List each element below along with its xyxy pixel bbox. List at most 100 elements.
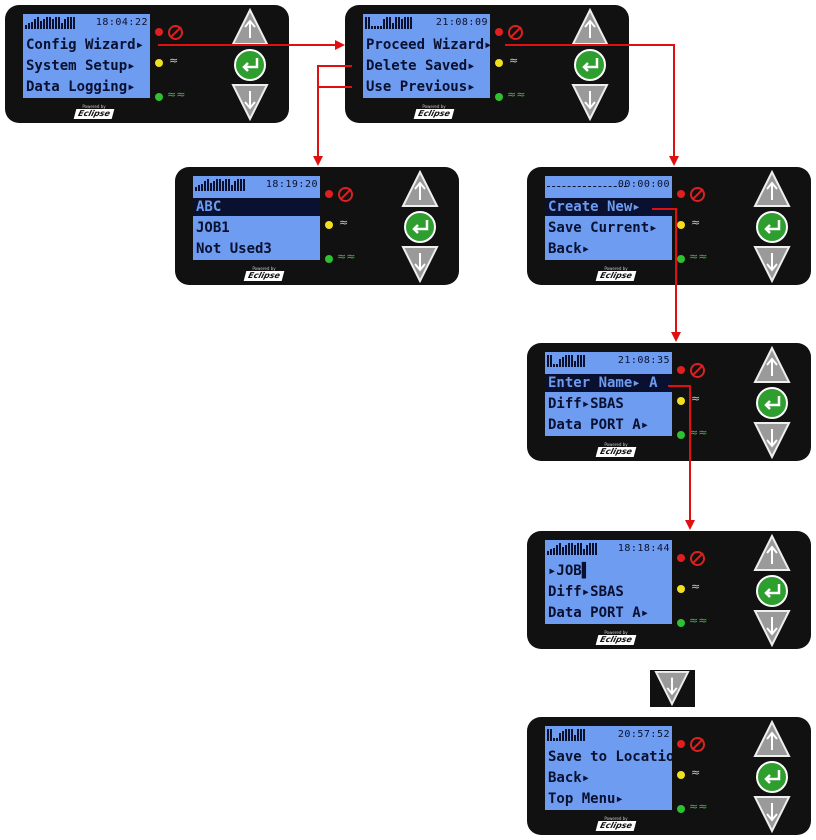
enter-button-icon[interactable]	[755, 210, 789, 244]
status-light	[677, 397, 685, 405]
up-arrow-button-icon[interactable]	[571, 8, 609, 46]
up-arrow-button-icon[interactable]	[231, 8, 269, 46]
menu-item[interactable]: Use Previous▸	[366, 79, 476, 95]
enter-button-icon[interactable]	[403, 210, 437, 244]
signal-bar	[198, 185, 200, 191]
signal-bar	[398, 17, 400, 29]
signal-bar	[49, 17, 51, 29]
no-signal-icon	[690, 551, 705, 566]
powered-by-label: Powered by	[252, 266, 276, 271]
down-arrow-button-icon[interactable]	[753, 609, 791, 647]
status-light	[495, 59, 503, 67]
no-signal-icon	[690, 737, 705, 752]
signal-bar	[228, 179, 230, 191]
signal-bar	[580, 355, 582, 367]
signal-bar	[243, 179, 245, 191]
menu-item[interactable]: JOB1	[196, 220, 230, 236]
status-bar: 18:04:22	[23, 14, 150, 32]
down-arrow-button-icon[interactable]	[571, 83, 609, 121]
menu-item[interactable]: ▸JOB▌	[548, 563, 591, 579]
menu-item[interactable]: Save to Location	[548, 749, 672, 765]
down-arrow-button-icon[interactable]	[753, 245, 791, 283]
brand-name: Eclipse	[595, 635, 637, 645]
menu-item[interactable]: Diff▸SBAS	[548, 396, 624, 412]
enter-button-icon[interactable]	[755, 760, 789, 794]
signal-bar	[222, 181, 224, 191]
signal-bars	[547, 354, 585, 367]
signal-bar	[565, 355, 567, 367]
time-display: 20:57:52	[617, 729, 670, 740]
menu-item[interactable]: Data PORT A▸	[548, 605, 650, 621]
signal-bar	[389, 17, 391, 29]
signal-bar	[559, 359, 561, 367]
satellite-icon: ≈≈	[689, 426, 708, 439]
enter-button-icon[interactable]	[573, 48, 607, 82]
menu-item[interactable]: Delete Saved▸	[366, 58, 476, 74]
brand-name: Eclipse	[595, 447, 637, 457]
menu-item[interactable]: ABC	[193, 198, 320, 216]
time-display: 00:00:00	[617, 179, 670, 190]
down-arrow-button-icon[interactable]	[653, 670, 691, 706]
menu-item[interactable]: System Setup▸	[26, 58, 136, 74]
status-light	[495, 28, 503, 36]
status-lights: ≈≈≈	[325, 167, 375, 267]
menu-item[interactable]: Enter Name▸ A	[545, 374, 672, 392]
signal-bar	[550, 549, 552, 555]
down-arrow-button-icon[interactable]	[753, 795, 791, 833]
menu-item[interactable]: Not Used3	[196, 241, 272, 257]
no-signal-icon	[338, 187, 353, 202]
menu-item[interactable]: Back▸	[548, 241, 591, 257]
menu-item[interactable]: Save Current▸	[548, 220, 658, 236]
up-arrow-button-icon[interactable]	[401, 170, 439, 208]
signal-bar	[401, 19, 403, 29]
enter-button-icon[interactable]	[755, 386, 789, 420]
menu-item[interactable]: Data PORT A▸	[548, 417, 650, 433]
signal-bar	[73, 17, 75, 29]
enter-button-icon[interactable]	[233, 48, 267, 82]
menu-item[interactable]: Top Menu▸	[548, 791, 624, 807]
up-arrow-button-icon[interactable]	[753, 534, 791, 572]
status-light	[677, 805, 685, 813]
signal-bar	[365, 17, 367, 29]
signal-bar	[58, 17, 60, 29]
menu-item[interactable]: Create New▸	[545, 198, 672, 216]
signal-bar	[195, 187, 197, 191]
signal-bar	[589, 543, 591, 555]
down-arrow-button-icon[interactable]	[753, 421, 791, 459]
status-light	[677, 771, 685, 779]
down-arrow-button-icon[interactable]	[401, 245, 439, 283]
brand-name: Eclipse	[413, 109, 455, 119]
signal-bar	[595, 543, 597, 555]
signal-bars	[25, 16, 75, 29]
status-light	[325, 221, 333, 229]
menu-item[interactable]: Diff▸SBAS	[548, 584, 624, 600]
signal-bar	[562, 547, 564, 555]
down-button-standalone[interactable]	[650, 670, 695, 707]
menu-item[interactable]: Back▸	[548, 770, 591, 786]
no-signal-icon	[690, 187, 705, 202]
up-arrow-button-icon[interactable]	[753, 170, 791, 208]
brand-name: Eclipse	[595, 271, 637, 281]
menu-item[interactable]: Data Logging▸	[26, 79, 136, 95]
status-light	[155, 93, 163, 101]
satellite-icon: ≈	[691, 216, 701, 229]
menu-item[interactable]: Config Wizard▸	[26, 37, 145, 53]
signal-bar	[559, 733, 561, 741]
signal-bar	[234, 181, 236, 191]
signal-bar	[571, 729, 573, 741]
powered-by-label: Powered by	[604, 630, 628, 635]
satellite-icon: ≈	[691, 392, 701, 405]
status-light	[325, 190, 333, 198]
status-lights: ≈≈≈	[677, 167, 727, 267]
up-arrow-button-icon[interactable]	[753, 346, 791, 384]
signal-bar	[46, 17, 48, 29]
menu-item[interactable]: Proceed Wizard▸	[366, 37, 490, 53]
down-arrow-button-icon[interactable]	[231, 83, 269, 121]
status-light	[155, 28, 163, 36]
enter-button-icon[interactable]	[755, 574, 789, 608]
up-arrow-button-icon[interactable]	[753, 720, 791, 758]
signal-bar	[404, 17, 406, 29]
